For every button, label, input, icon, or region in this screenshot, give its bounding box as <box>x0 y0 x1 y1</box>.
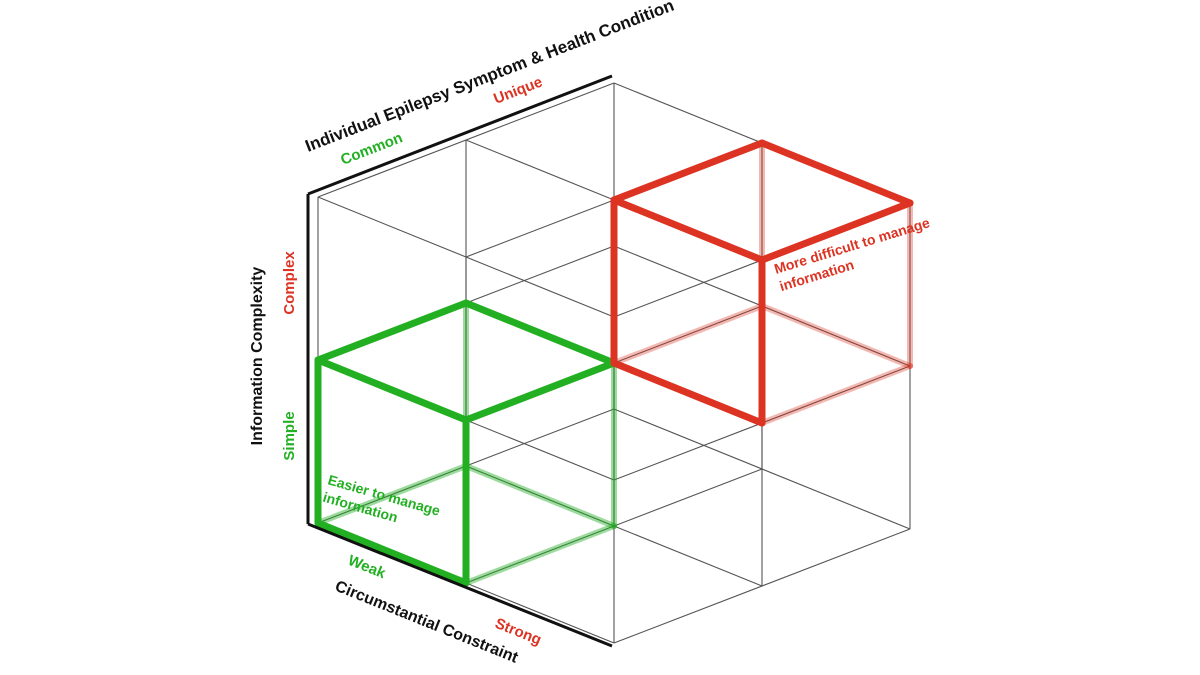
hard-cube-edge <box>610 196 766 264</box>
hard-cube-faint-edge <box>611 303 765 366</box>
easy-cube-edge <box>314 519 470 587</box>
easy-cube-faint-edge <box>463 523 617 586</box>
vertical-axis-low-label: Simple <box>281 411 298 460</box>
hard-cube-faint-edge <box>759 303 913 369</box>
grid-line <box>465 468 763 584</box>
horizontal-axis-line <box>307 522 613 648</box>
grid-line <box>613 528 911 644</box>
hard-cube-edge <box>610 359 766 427</box>
hard-cube-outline <box>610 139 914 427</box>
easy-cube-faint-edge <box>315 463 469 526</box>
vertical-axis-high-label: Complex <box>281 251 298 315</box>
hard-cube-edge <box>610 139 766 204</box>
easy-cube-edge <box>462 359 618 424</box>
hard-cube-faint-edge <box>759 363 913 426</box>
easy-cube-edge <box>314 356 470 424</box>
horizontal-axis-title: Circumstantial Constraint <box>333 578 521 667</box>
depth-axis-title: Individual Epilepsy Symptom & Health Con… <box>303 0 677 156</box>
easy-cube-edge <box>462 299 618 367</box>
grid-line <box>317 82 615 198</box>
hard-cube-edge <box>758 139 914 207</box>
easy-cube-edge <box>314 299 470 364</box>
easy-cube-outline <box>314 299 618 587</box>
easy-cube-faint-edge <box>463 463 617 529</box>
vertical-axis-title: Information Complexity <box>249 267 266 446</box>
horizontal-axis-low-label: Weak <box>346 552 389 583</box>
hard-cube-edge <box>758 199 914 264</box>
depth-axis-line <box>307 74 613 196</box>
